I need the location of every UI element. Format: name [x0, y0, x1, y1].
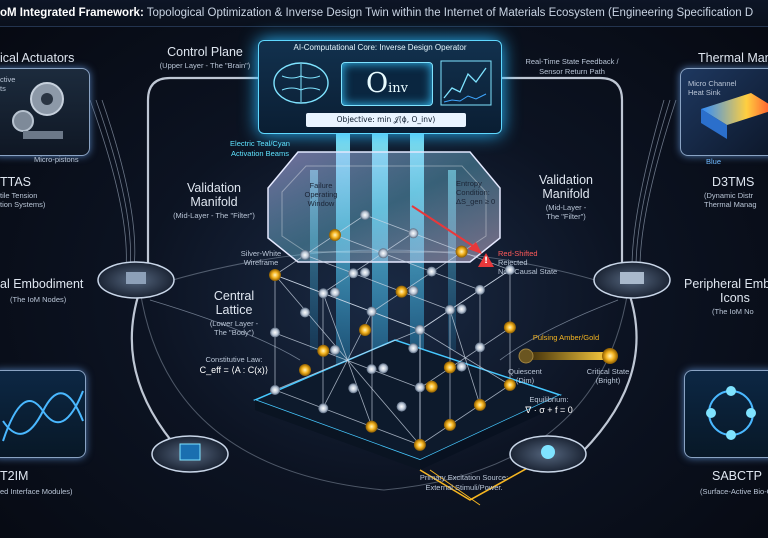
lattice-node: [415, 325, 425, 335]
lattice-node: [505, 265, 515, 275]
lattice-node: [474, 399, 486, 411]
lattice-node: [318, 403, 328, 413]
lattice-node: [366, 421, 378, 433]
lattice-node: [360, 268, 370, 278]
lattice-node: [367, 307, 377, 317]
lattice-node: [348, 383, 358, 393]
lattice-node: [318, 288, 328, 298]
lattice-node: [427, 267, 437, 277]
lattice-node: [457, 362, 467, 372]
lattice-node: [414, 439, 426, 451]
lattice-node: [456, 246, 468, 258]
lattice-node: [475, 285, 485, 295]
lattice-node: [270, 385, 280, 395]
lattice-node: [408, 228, 418, 238]
lattice-node: [330, 345, 340, 355]
lattice-node: [348, 268, 358, 278]
lattice-node: [317, 345, 329, 357]
lattice-node: [444, 419, 456, 431]
lattice-node: [270, 328, 280, 338]
lattice-node: [360, 210, 370, 220]
lattice-node: [329, 229, 341, 241]
lattice-node: [408, 286, 418, 296]
lattice-node: [415, 382, 425, 392]
lattice-node: [367, 364, 377, 374]
lattice-node: [378, 363, 388, 373]
lattice-node: [300, 308, 310, 318]
lattice-node: [359, 324, 371, 336]
lattice-node: [445, 305, 455, 315]
lattice-node: [457, 304, 467, 314]
lattice-node: [408, 343, 418, 353]
lattice-node: [396, 286, 408, 298]
lattice-node: [397, 402, 407, 412]
lattice-node: [475, 342, 485, 352]
lattice-node: [269, 269, 281, 281]
lattice-node: [299, 364, 311, 376]
lattice-node: [330, 288, 340, 298]
lattice-node: [444, 361, 456, 373]
lattice-node: [504, 379, 516, 391]
lattice-node: [300, 250, 310, 260]
lattice-node: [378, 248, 388, 258]
lattice-node: [504, 321, 516, 333]
lattice-node: [426, 381, 438, 393]
